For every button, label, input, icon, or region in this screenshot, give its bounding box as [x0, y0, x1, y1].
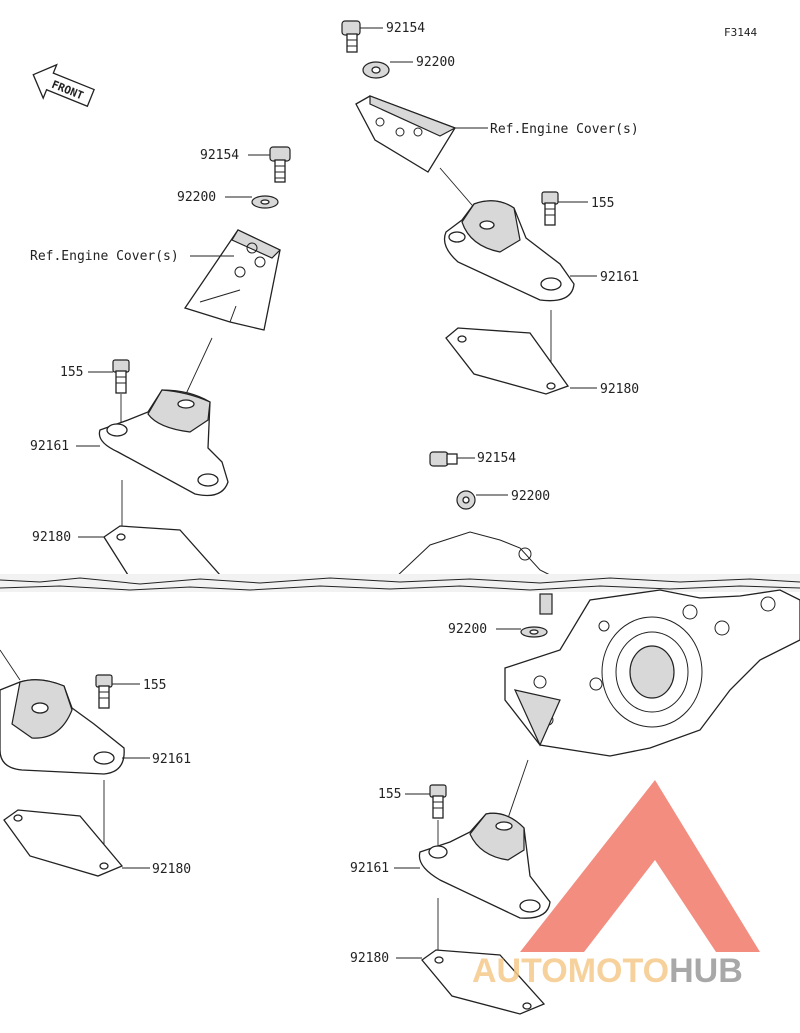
- bolt-icon: [539, 593, 553, 615]
- watermark-text-auto: AUTO: [472, 952, 568, 990]
- bolt-icon: [341, 20, 361, 53]
- engine-mount: [98, 389, 229, 497]
- washer-icon: [456, 490, 476, 510]
- part-number-92200: 92200: [416, 55, 455, 70]
- engine-bracket: [355, 95, 457, 173]
- top-right-assembly: 92154 92200 Ref.Engine Cover(s) 155: [341, 20, 639, 397]
- reference-label: Ref.Engine Cover(s): [490, 122, 639, 137]
- part-number-92154: 92154: [200, 148, 239, 163]
- engine-mount: [418, 812, 551, 919]
- scan-artifact-band: [0, 574, 800, 592]
- part-number-92200: 92200: [448, 622, 487, 637]
- automotohub-watermark-logo: AUTOMOTOHUB: [472, 780, 760, 990]
- bolt-icon: [269, 146, 291, 183]
- small-bolt-icon: [95, 674, 113, 709]
- watermark-text-moto: MOTO: [568, 952, 669, 990]
- engine-mount: [443, 200, 575, 302]
- reference-label: Ref.Engine Cover(s): [30, 249, 179, 264]
- mount-plate: [103, 525, 222, 576]
- watermark-text-hub: HUB: [669, 952, 743, 990]
- part-number-92154: 92154: [386, 21, 425, 36]
- part-number-92161: 92161: [350, 861, 389, 876]
- small-bolt-icon: [112, 359, 130, 394]
- bottom-left-assembly: 155 92161 92180: [0, 649, 191, 877]
- top-left-assembly: 92154 92200 Ref.Engine Cover(s): [30, 146, 291, 576]
- front-arrow-icon: FRONT: [32, 63, 95, 108]
- part-number-92154: 92154: [477, 451, 516, 466]
- part-number-92180: 92180: [32, 530, 71, 545]
- svg-text:AUTOMOTOHUB: AUTOMOTOHUB: [472, 952, 743, 990]
- mount-plate: [3, 809, 124, 877]
- washer-icon: [362, 61, 390, 79]
- middle-right-assembly: 92154 92200: [394, 451, 561, 581]
- part-number-92161: 92161: [600, 270, 639, 285]
- part-number-92180: 92180: [600, 382, 639, 397]
- mount-plate: [445, 327, 570, 395]
- part-number-155: 155: [60, 365, 83, 380]
- part-number-92200: 92200: [511, 489, 550, 504]
- part-number-92161: 92161: [152, 752, 191, 767]
- part-number-92180: 92180: [350, 951, 389, 966]
- washer-icon: [251, 195, 279, 209]
- bottom-right-assembly: 92200 155: [350, 589, 800, 1015]
- part-number-92161: 92161: [30, 439, 69, 454]
- part-number-155: 155: [591, 196, 614, 211]
- mount-plate: [421, 949, 546, 1015]
- bolt-icon: [429, 451, 458, 467]
- figure-code: F3144: [724, 26, 757, 39]
- part-number-92180: 92180: [152, 862, 191, 877]
- washer-icon: [520, 626, 548, 638]
- small-bolt-icon: [541, 191, 559, 226]
- engine-case-top: [394, 531, 561, 581]
- small-bolt-icon: [429, 784, 447, 819]
- engine-bracket: [183, 229, 282, 331]
- part-number-155: 155: [143, 678, 166, 693]
- part-number-92200: 92200: [177, 190, 216, 205]
- engine-mount: [0, 679, 125, 775]
- part-number-155: 155: [378, 787, 401, 802]
- engine-case: [504, 589, 800, 757]
